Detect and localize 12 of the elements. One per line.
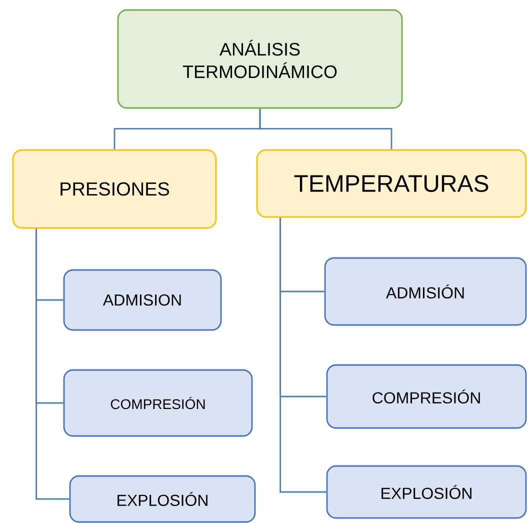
category-box: PRESIONES (12, 149, 217, 229)
connector-line (36, 228, 70, 500)
connector-line (259, 108, 392, 150)
item-box: EXPLOSIÓN (69, 475, 256, 523)
item-box: ADMISIÓN (324, 257, 527, 326)
root-box: ANÁLISIS TERMODINÁMICO (117, 9, 403, 109)
item-box: COMPRESIÓN (63, 369, 253, 437)
item-box: ADMISION (63, 269, 222, 331)
category-box: TEMPERATURAS (256, 149, 527, 218)
connector-line (280, 218, 326, 493)
item-box: COMPRESIÓN (326, 364, 527, 429)
item-box: EXPLOSIÓN (326, 465, 527, 519)
